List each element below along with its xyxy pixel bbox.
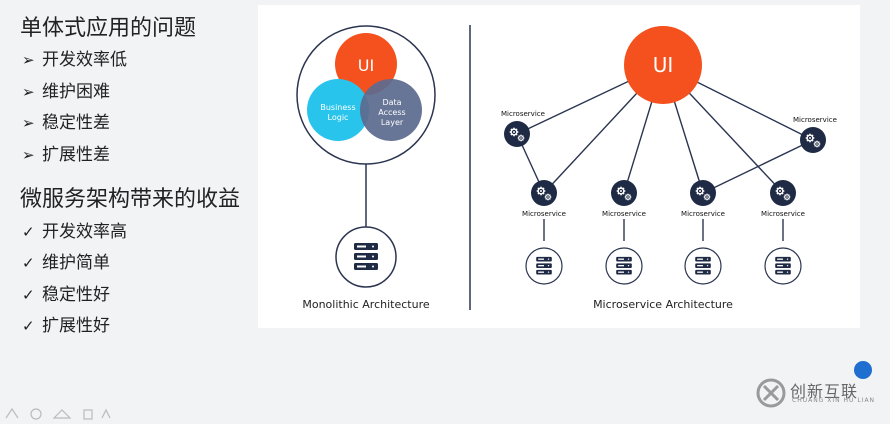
heading-microservice-benefits: 微服务架构带来的收益 [20,187,241,212]
problem-text: 稳定性差 [42,113,110,133]
microservice-label: Microservice [761,210,805,218]
check-icon: ✓ [22,223,35,241]
data-access-label: Access [378,108,405,117]
microservice-ui-circle [624,26,702,104]
brand-logo-icon [756,378,786,408]
microservice-caption: Microservice Architecture [593,298,733,311]
problem-item: ➢ 维护困难 [22,77,110,102]
microservice-label: Microservice [522,210,566,218]
microservice-node [531,180,557,206]
problem-text: 开发效率低 [42,50,127,70]
document-icon[interactable] [83,409,93,420]
arrow-bullet-icon: ➢ [22,114,35,132]
database-icon [354,243,378,270]
database-icon [536,256,552,275]
next-icon[interactable] [101,408,111,419]
problem-item: ➢ 开发效率低 [22,45,127,70]
heading-monolith-problems: 单体式应用的问题 [20,16,197,41]
microservice-label: Microservice [501,110,545,118]
microservice-label: Microservice [602,210,646,218]
architecture-diagram-panel: UI Business Logic Data Access Layer Mono… [258,5,860,328]
data-access-circle [360,79,422,141]
microservice-node [770,180,796,206]
database-icon [616,256,632,275]
benefit-text: 扩展性好 [42,316,110,336]
benefit-text: 维护简单 [42,253,110,273]
problem-text: 维护困难 [42,82,110,102]
microservice-node [611,180,637,206]
benefit-item: ✓ 开发效率高 [22,217,127,242]
benefit-text: 稳定性好 [42,285,110,305]
business-logic-label: Logic [328,113,349,122]
blue-circle-indicator [854,361,872,379]
brand-subtitle: CHUANG XIN HU LIAN [792,397,876,404]
problem-item: ➢ 稳定性差 [22,108,110,133]
arrow-bullet-icon: ➢ [22,146,35,164]
data-access-label: Layer [381,118,404,127]
monolith-caption: Monolithic Architecture [302,298,429,311]
arrow-bullet-icon: ➢ [22,83,35,101]
benefit-item: ✓ 扩展性好 [22,311,110,336]
problem-item: ➢ 扩展性差 [22,140,110,165]
check-icon: ✓ [22,317,35,335]
slide-toolbar [2,405,122,420]
data-access-label: Data [382,98,401,107]
benefit-item: ✓ 稳定性好 [22,280,110,305]
database-icon [695,256,711,275]
home-icon[interactable] [52,409,72,419]
brand-name: 创新互联 [790,382,859,401]
benefit-text: 开发效率高 [42,222,127,242]
microservice-ui-label: UI [653,53,674,77]
monolith-ui-circle [335,33,397,95]
previous-icon[interactable] [5,407,19,419]
business-logic-label: Business [320,103,355,112]
database-icon [775,256,791,275]
arrow-bullet-icon: ➢ [22,51,35,69]
architecture-diagram: UI Business Logic Data Access Layer Mono… [296,25,837,311]
pen-icon[interactable] [30,408,42,420]
microservice-label: Microservice [793,116,837,124]
brand-watermark: 创新互联 CHUANG XIN HU LIAN [752,372,887,412]
microservice-label: Microservice [681,210,725,218]
check-icon: ✓ [22,286,35,304]
microservice-node [800,127,826,153]
benefit-item: ✓ 维护简单 [22,248,110,273]
microservice-node [690,180,716,206]
business-logic-circle [307,79,369,141]
monolith-ui-label: UI [358,56,374,75]
left-text-column: 单体式应用的问题 ➢ 开发效率低 ➢ 维护困难 ➢ 稳定性差 ➢ 扩展性差 微服务架构带… [0,0,258,419]
check-icon: ✓ [22,254,35,272]
microservice-node [504,121,530,147]
problem-text: 扩展性差 [42,145,110,165]
